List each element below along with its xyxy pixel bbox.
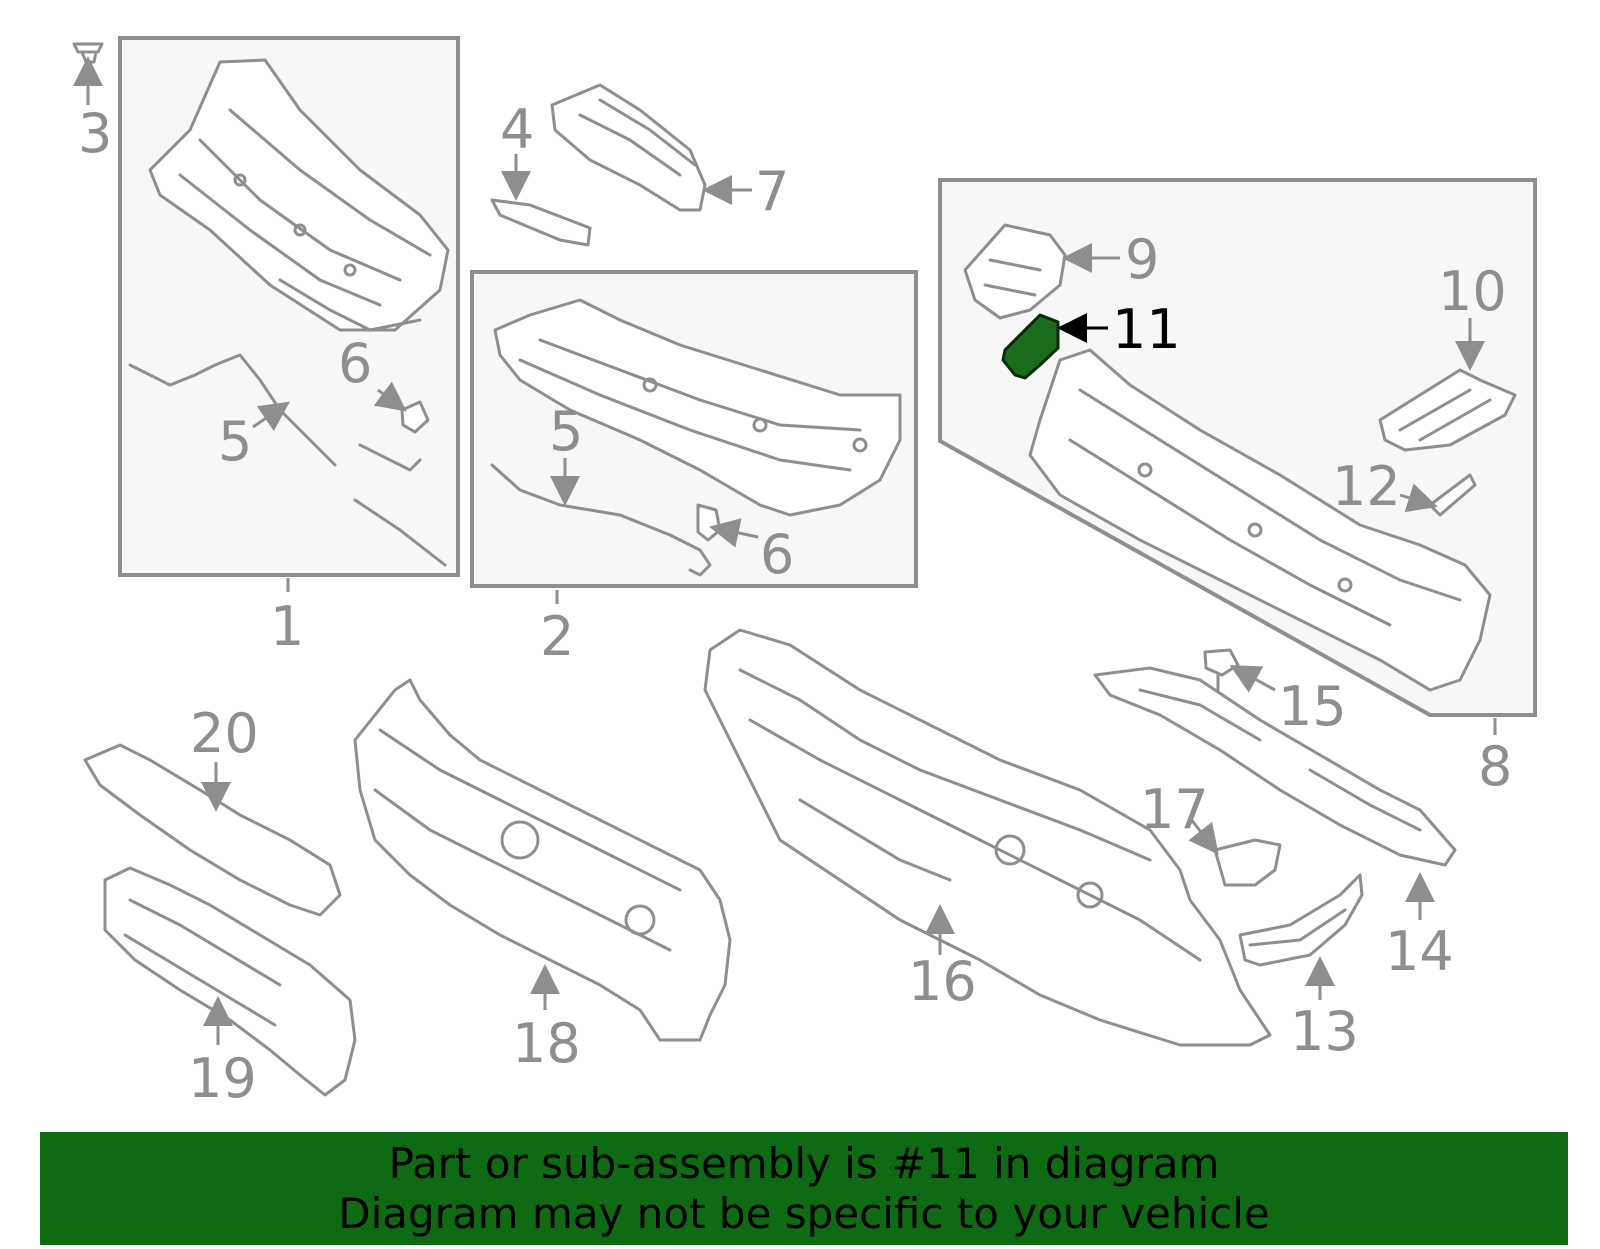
callout-16: 16 xyxy=(908,950,977,1013)
banner-line-2: Diagram may not be specific to your vehi… xyxy=(338,1188,1270,1238)
callout-9: 9 xyxy=(1125,228,1159,291)
part-insulator-19 xyxy=(103,866,357,1097)
callout-17: 17 xyxy=(1140,778,1209,841)
callout-18: 18 xyxy=(512,1012,581,1075)
part-cowl-panel-8 xyxy=(1028,348,1492,692)
callout-5b: 5 xyxy=(549,400,583,463)
banner-line-1: Part or sub-assembly is #11 in diagram xyxy=(388,1138,1220,1188)
part-dash-panel-16 xyxy=(703,628,1272,1047)
part-reinforcement-20 xyxy=(83,743,342,917)
info-banner: Part or sub-assembly is #11 in diagram D… xyxy=(40,1132,1568,1245)
callout-1: 1 xyxy=(270,595,304,658)
part-bracket-13 xyxy=(1238,873,1364,967)
callout-7: 7 xyxy=(755,160,789,223)
part-bracket-9 xyxy=(963,223,1067,320)
callout-2: 2 xyxy=(540,605,574,668)
part-bracket-4 xyxy=(490,198,592,247)
part-cowl-panel-1 xyxy=(148,58,450,332)
part-reinforcement-14 xyxy=(1093,666,1457,867)
part-bracket-11-highlighted xyxy=(1001,313,1060,380)
callout-4: 4 xyxy=(500,98,534,161)
callout-10: 10 xyxy=(1438,260,1507,323)
callout-12: 12 xyxy=(1332,455,1401,518)
callout-5a: 5 xyxy=(218,410,252,473)
callout-14: 14 xyxy=(1385,920,1454,983)
callout-6a: 6 xyxy=(338,332,372,395)
callout-13: 13 xyxy=(1290,1000,1359,1063)
part-insulator-18 xyxy=(353,678,732,1042)
callout-15: 15 xyxy=(1278,675,1347,738)
part-bracket-17 xyxy=(1213,838,1282,887)
callout-6b: 6 xyxy=(760,523,794,586)
callout-8: 8 xyxy=(1478,735,1512,798)
part-bracket-10 xyxy=(1378,368,1517,452)
part-hose-5a xyxy=(128,353,447,567)
callout-11: 11 xyxy=(1112,298,1181,361)
part-hose-5b xyxy=(490,463,712,577)
part-nozzle-6a xyxy=(400,400,430,434)
part-clip-3 xyxy=(72,42,104,64)
callout-3: 3 xyxy=(78,102,112,165)
part-panel-7 xyxy=(550,83,707,212)
callout-20: 20 xyxy=(190,702,259,765)
part-cowl-panel-2 xyxy=(493,298,902,517)
callout-19: 19 xyxy=(188,1047,257,1110)
